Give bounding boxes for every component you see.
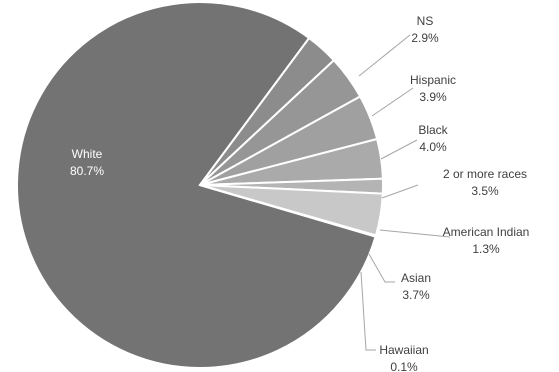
slice-label-hawaiian: Hawaiian (379, 343, 428, 357)
leader-lines (358, 34, 451, 351)
slice-value-2-or-more-races: 3.5% (471, 184, 499, 198)
pie-slice-hawaiian (199, 184, 378, 238)
leader-line-asian (368, 253, 395, 283)
slice-value-american-indian: 1.3% (472, 242, 500, 256)
slice-value-black: 4.0% (419, 140, 447, 154)
leader-line-ns (358, 34, 411, 77)
slice-value-hispanic: 3.9% (419, 90, 447, 104)
slice-label-asian: Asian (401, 271, 431, 285)
slice-label-american-indian: American Indian (443, 225, 530, 239)
leader-line-2-or-more-races (381, 184, 419, 199)
slice-labels: White 80.7% NS 2.9% Hispanic 3.9% Black 4.0% 2 o… (70, 14, 529, 372)
leader-line-american-indian (379, 229, 451, 238)
slice-label-hispanic: Hispanic (410, 73, 456, 87)
leader-line-hispanic (371, 87, 414, 117)
leader-line-black (380, 139, 418, 160)
slice-label-white: White (72, 147, 103, 161)
leader-line-hawaiian (360, 271, 376, 351)
slice-label-2-or-more-races: 2 or more races (443, 167, 527, 181)
slice-value-asian: 3.7% (402, 288, 430, 302)
pie-slices (16, 1, 384, 369)
slice-value-ns: 2.9% (411, 31, 439, 45)
slice-label-ns: NS (417, 14, 434, 28)
slice-label-black: Black (418, 123, 448, 137)
slice-value-hawaiian: 0.1% (390, 360, 418, 372)
slice-value-white: 80.7% (70, 164, 104, 178)
pie-slice-white (16, 1, 377, 369)
